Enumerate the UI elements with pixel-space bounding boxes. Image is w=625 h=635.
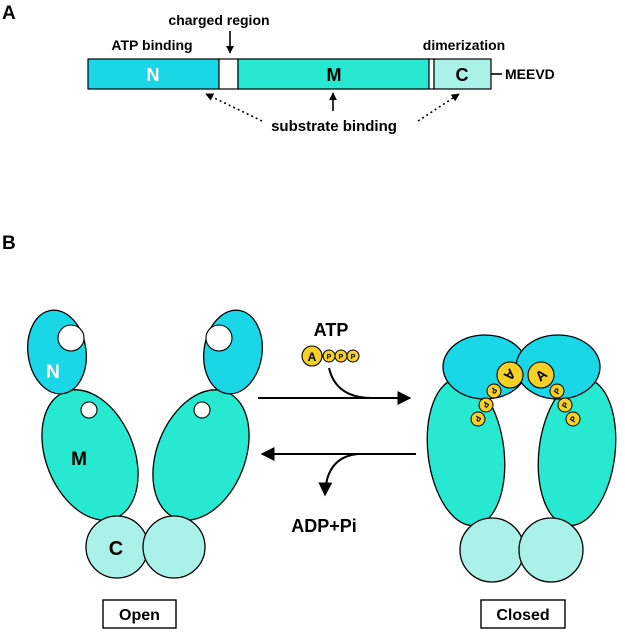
closed-right-atp xyxy=(527,361,581,427)
substrate-binding-label: substrate binding xyxy=(271,118,397,135)
closed-right-p1-label: P xyxy=(552,386,563,396)
free-atp-molecule xyxy=(301,345,360,367)
closed-left-c-domain xyxy=(459,517,525,583)
closed-left-phosphate-3 xyxy=(470,411,486,427)
substrate-arrow-n xyxy=(205,93,263,122)
m-domain-segment xyxy=(237,58,430,90)
domain-bar xyxy=(87,58,502,90)
c-domain-segment xyxy=(433,58,492,90)
closed-left-p1-label: P xyxy=(488,386,499,396)
open-label: Open xyxy=(119,607,160,624)
c-domain-label-a: C xyxy=(456,65,469,85)
free-atp-adenosine xyxy=(301,345,323,367)
closed-right-phosphate-1 xyxy=(549,383,565,399)
open-left-m-domain xyxy=(41,389,139,521)
atp-label: ATP xyxy=(314,320,349,340)
free-atp-a-label: A xyxy=(308,350,317,364)
free-atp-phosphate-3 xyxy=(346,349,360,363)
panel-a-letter: A xyxy=(2,3,16,24)
open-right-m-domain xyxy=(152,389,250,521)
open-right-n-pocket xyxy=(205,324,233,352)
open-right-c-domain xyxy=(142,515,206,579)
free-atp-p2-label: P xyxy=(339,354,344,361)
charged-region-segment xyxy=(218,58,239,90)
open-m-label: M xyxy=(71,449,87,470)
open-right-m-pocket xyxy=(193,401,211,419)
adp-pi-label: ADP+Pi xyxy=(291,516,357,536)
closed-right-p3-label: P xyxy=(568,414,579,424)
n-domain-label-a: N xyxy=(147,65,160,85)
atp-entry-curve xyxy=(328,367,373,399)
open-dimer xyxy=(27,309,263,579)
closed-label-box xyxy=(480,599,566,629)
open-right-n-domain xyxy=(203,309,263,395)
open-c-label: C xyxy=(109,538,123,560)
closed-right-c-domain xyxy=(518,517,584,583)
free-atp-p1-label: P xyxy=(327,354,332,361)
closed-left-phosphate-1 xyxy=(486,383,502,399)
meevd-label: MEEVD xyxy=(505,66,555,82)
open-left-n-domain xyxy=(27,309,87,395)
free-atp-p3-label: P xyxy=(351,354,356,361)
substrate-arrow-c xyxy=(417,93,460,122)
open-left-m-pocket xyxy=(80,401,98,419)
closed-right-p2-label: P xyxy=(560,400,571,410)
closed-left-p3-label: P xyxy=(472,414,483,424)
atp-binding-label: ATP binding xyxy=(111,37,192,53)
open-n-label: N xyxy=(46,362,60,383)
panel-b-letter: B xyxy=(2,233,16,254)
closed-right-phosphate-2 xyxy=(557,397,573,413)
charged-region-label: charged region xyxy=(168,12,269,28)
closed-label: Closed xyxy=(496,607,549,624)
open-label-box xyxy=(102,599,177,629)
closed-right-phosphate-3 xyxy=(565,411,581,427)
closed-left-phosphate-2 xyxy=(478,397,494,413)
closed-dimer xyxy=(426,334,617,583)
closed-left-atp xyxy=(470,361,524,427)
open-left-n-pocket xyxy=(57,324,85,352)
dimerization-label: dimerization xyxy=(423,37,505,53)
linker-segment xyxy=(428,58,435,90)
closed-right-adenosine xyxy=(527,361,555,389)
closed-left-p2-label: P xyxy=(480,400,491,410)
closed-left-adenosine xyxy=(496,361,524,389)
adp-release-curve xyxy=(318,453,359,497)
m-domain-label-a: M xyxy=(327,65,342,85)
